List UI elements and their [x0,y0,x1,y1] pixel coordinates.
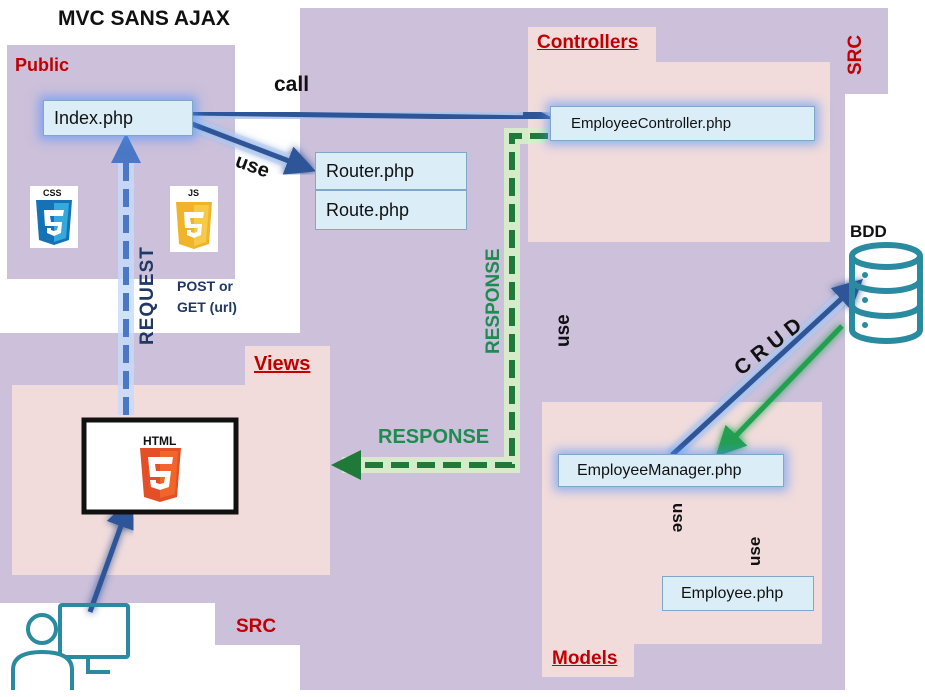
views-label-bg [245,346,330,386]
use-manager-employee-label: use [669,503,688,533]
user-arrow [87,497,136,613]
database-icon [849,242,923,344]
controllers-label: Controllers [537,32,639,53]
css-icon-label: CSS [43,188,62,198]
router-php-box: Router.php [315,152,467,190]
index-php-box: Index.php [43,100,193,136]
post-get-label-2: GET (url) [177,299,237,315]
crud-arrow [667,278,864,461]
diagram-title: MVC SANS AJAX [58,7,230,30]
use-employee-manager-label: use [745,536,764,566]
employee-controller-box: EmployeeController.php [550,106,815,141]
post-get-label-1: POST or [177,278,234,294]
response-vertical-label: RESPONSE [483,248,504,354]
call-arrow [191,102,553,133]
public-label: Public [15,55,70,75]
controllers-label-bg [528,27,656,63]
response-horizontal-label: RESPONSE [378,426,490,448]
css3-icon [30,186,78,248]
models-label: Models [552,648,618,669]
route-php-box: Route.php [315,190,467,230]
use-router-arrow [189,117,317,175]
employee-manager-box: EmployeeManager.php [558,454,784,487]
js-icon-label: JS [188,188,200,198]
response-arrow [331,128,548,480]
request-label: REQUEST [137,246,158,345]
employee-php-box: Employee.php [662,576,814,611]
bdd-return-arrow [715,324,844,457]
views-label: Views [254,353,311,375]
src-label-bottom: SRC [236,616,277,637]
models-label-bg [542,640,634,677]
user-computer-icon [11,603,130,690]
src-bottom-region [215,600,340,645]
js-icon [170,186,218,252]
use-controller-manager-label: use [553,314,574,347]
browser-monitor-icon [81,417,239,515]
html-icon-label: HTML [143,434,177,448]
call-label: call [274,73,310,96]
bdd-label: BDD [850,222,887,241]
